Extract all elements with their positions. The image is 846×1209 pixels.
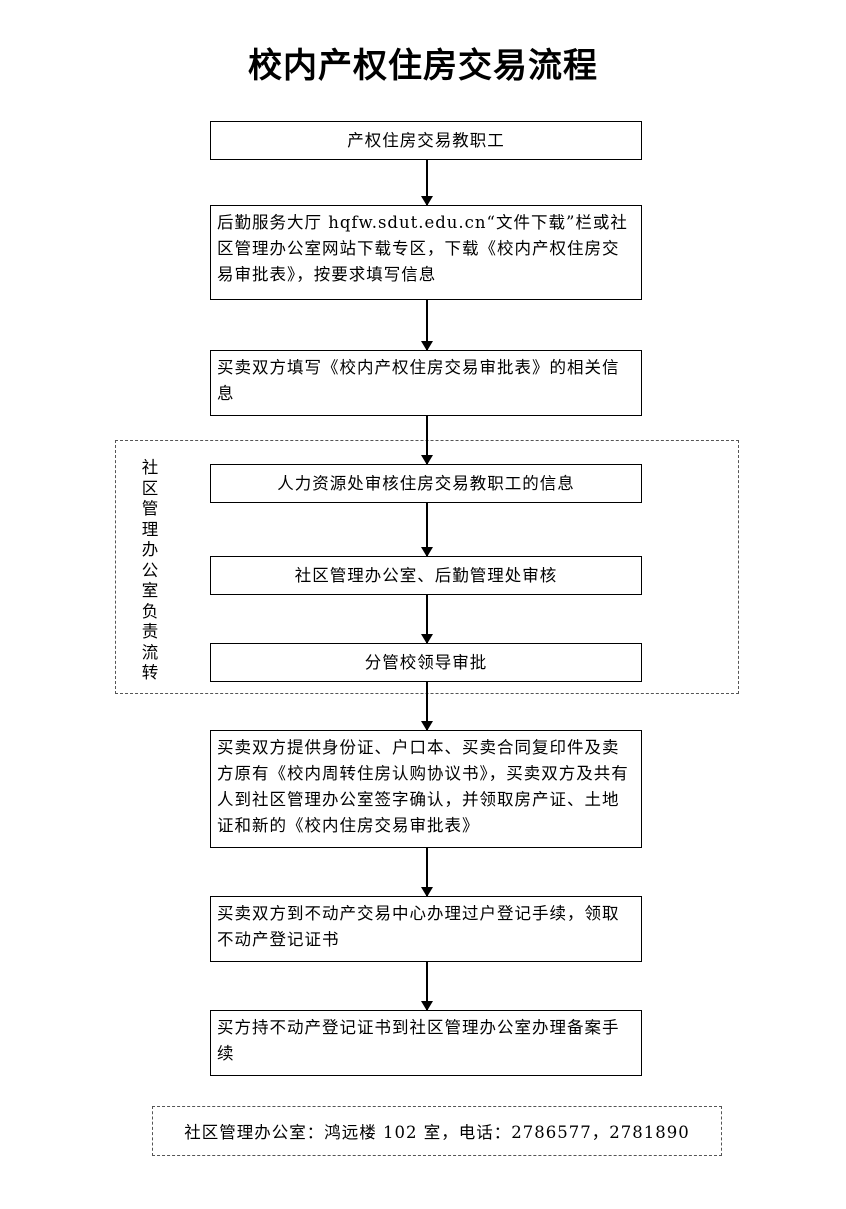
footer-dashed-frame bbox=[152, 1106, 722, 1156]
step-7-text: 买卖双方提供身份证、户口本、买卖合同复印件及卖方原有《校内周转住房认购协议书》，… bbox=[217, 738, 629, 835]
step-3-box: 买卖双方填写《校内产权住房交易审批表》的相关信息 bbox=[210, 350, 642, 416]
step-9-box: 买方持不动产登记证书到社区管理办公室办理备案手续 bbox=[210, 1010, 642, 1076]
arrow-4 bbox=[421, 503, 433, 557]
step-7-box: 买卖双方提供身份证、户口本、买卖合同复印件及卖方原有《校内周转住房认购协议书》，… bbox=[210, 730, 642, 848]
contact-text: 社区管理办公室：鸿远楼 102 室，电话：2786577，2781890 bbox=[184, 1123, 690, 1142]
step-4-box: 人力资源处审核住房交易教职工的信息 bbox=[210, 464, 642, 503]
step-2-text: 后勤服务大厅 hqfw.sdut.edu.cn“文件下载”栏或社区管理办公室网站… bbox=[217, 213, 628, 284]
arrow-1 bbox=[421, 160, 433, 206]
arrow-8 bbox=[421, 962, 433, 1011]
step-1-box: 产权住房交易教职工 bbox=[210, 121, 642, 160]
step-5-text: 社区管理办公室、后勤管理处审核 bbox=[294, 565, 558, 585]
arrow-2 bbox=[421, 300, 433, 351]
step-1-text: 产权住房交易教职工 bbox=[347, 130, 505, 150]
arrow-7 bbox=[421, 848, 433, 897]
step-2-box: 后勤服务大厅 hqfw.sdut.edu.cn“文件下载”栏或社区管理办公室网站… bbox=[210, 205, 642, 300]
step-4-text: 人力资源处审核住房交易教职工的信息 bbox=[277, 473, 575, 493]
step-9-text: 买方持不动产登记证书到社区管理办公室办理备案手续 bbox=[217, 1018, 620, 1063]
contact-info: 社区管理办公室：鸿远楼 102 室，电话：2786577，2781890 bbox=[152, 1106, 722, 1156]
step-5-box: 社区管理办公室、后勤管理处审核 bbox=[210, 556, 642, 595]
page-title: 校内产权住房交易流程 bbox=[248, 46, 598, 86]
group-label: 社区管理办公室负责流转 bbox=[141, 458, 159, 682]
step-8-text: 买卖双方到不动产交易中心办理过户登记手续，领取不动产登记证书 bbox=[217, 904, 620, 949]
step-6-text: 分管校领导审批 bbox=[364, 652, 488, 672]
step-3-text: 买卖双方填写《校内产权住房交易审批表》的相关信息 bbox=[217, 358, 620, 403]
arrow-3 bbox=[421, 416, 433, 465]
step-8-box: 买卖双方到不动产交易中心办理过户登记手续，领取不动产登记证书 bbox=[210, 896, 642, 962]
step-6-box: 分管校领导审批 bbox=[210, 643, 642, 682]
arrow-6 bbox=[421, 682, 433, 731]
arrow-5 bbox=[421, 595, 433, 644]
